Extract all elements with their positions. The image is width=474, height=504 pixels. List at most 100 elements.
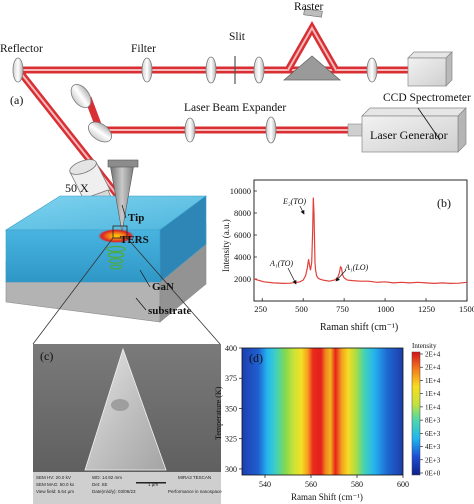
raster-grating: [303, 8, 323, 18]
colorbar: [411, 351, 421, 476]
spectrum-x-tick-label: 500: [295, 304, 308, 314]
heatmap-axes: 540 560 580 600 300 325 350 375 400: [225, 344, 409, 489]
peak-e2-arrow: [299, 205, 305, 215]
laser-generator-box: [347, 107, 467, 153]
heatmap-y-tick-label: 400: [225, 344, 237, 353]
peak-e2-label: E₂(TO): [282, 197, 306, 206]
generator-label: Laser Generator: [370, 128, 448, 142]
sem-field: View field: 5.54 μm: [36, 489, 74, 494]
sem-brand: MIRA3 TESCAN: [178, 475, 211, 480]
colorbar-tick-label: 1E+4: [425, 403, 441, 411]
optical-setup: Reflector Filter Slit Raster CCD Spectro…: [0, 1, 471, 211]
heatmap-panel: 540 560 580 600 300 325 350 375 400 Raman Shift …: [214, 342, 441, 502]
sem-hv: SEM HV: 20.0 kV: [36, 475, 71, 480]
colorbar-tick-label: 2E+3: [425, 456, 441, 464]
spectrum-x-tick-label: 750: [336, 304, 349, 314]
heatmap-y-tick-label: 300: [225, 465, 237, 474]
raster-prism: [282, 55, 342, 81]
ters-label: TERS: [120, 234, 149, 246]
heatmap-y-tick-label: 350: [225, 404, 237, 413]
spectrum-y-tick-label: 2000: [234, 274, 251, 284]
sample-stack: Tip TERS GaN substrate: [4, 159, 207, 323]
peak-a1to-arrow: [287, 267, 297, 285]
spectrum-y-tick-label: 6000: [234, 230, 251, 240]
colorbar-tick-label: 2E+4: [425, 351, 441, 359]
spectrum-y-tick-label: 10000: [230, 186, 251, 196]
heatmap-x-tick-label: 600: [397, 480, 409, 489]
heatmap-x-tick-label: 540: [259, 480, 271, 489]
steering-mirror: [88, 121, 112, 143]
raster-label: Raster: [294, 1, 324, 13]
colorbar-tick-label: 1E+4: [425, 377, 441, 385]
peak-a1lo-label: A₁(LO): [344, 263, 369, 272]
sem-wd: WD: 14.92 mm: [92, 475, 122, 480]
gan-side-face: [159, 195, 207, 283]
reflector-mirror: [12, 57, 24, 83]
slit-label: Slit: [229, 31, 246, 43]
filter-label: Filter: [131, 43, 156, 55]
laser-beam-paths: [17, 20, 430, 199]
peak-a1to-label: A₁(TO): [269, 259, 293, 268]
objective-label: 50 X: [65, 181, 89, 195]
tip-label: Tip: [128, 212, 144, 224]
heatmap-y-tick-label: 325: [225, 435, 237, 444]
reflector-label: Reflector: [0, 43, 43, 55]
gan-label: GaN: [152, 281, 174, 293]
spectrum-x-tick-label: 1500: [459, 304, 474, 314]
sem-scalebar: [136, 482, 166, 484]
zoom-connectors: [32, 237, 221, 345]
field-rings: [106, 245, 126, 270]
panel-d-label: (d): [249, 351, 263, 365]
sem-det: Det: SE: [92, 482, 108, 487]
panel-a-label: (a): [10, 93, 23, 107]
ccd-label: CCD Spectrometer: [383, 92, 471, 104]
substrate-label: substrate: [148, 305, 192, 317]
colorbar-ticks: 2E+4 2E+4 1E+4 1E+4 1E+4 8E+3 6E+3 4E+3 2E+3 0E+0: [420, 351, 441, 478]
ters-spot: [98, 229, 134, 243]
panel-c-label: (c): [40, 349, 53, 363]
slit-lens-left: [205, 56, 217, 84]
heatmap-x-tick-label: 580: [351, 480, 363, 489]
ccd-spectrometer-box: [407, 51, 453, 87]
filter-lens: [141, 57, 153, 83]
sem-motto: Performance in nanospace: [168, 489, 222, 494]
beam-splitter-mirror: [70, 84, 92, 108]
spectrum-x-tick-label: 250: [254, 304, 267, 314]
heatmap-frame: [241, 347, 404, 476]
spectrum-ylabel: Intensity (a.u.): [221, 219, 231, 272]
sem-date: Date(m/d/y): 03/06/23: [92, 489, 136, 494]
colorbar-tick-label: 1E+4: [425, 390, 441, 398]
expander-lens-right: [265, 116, 277, 144]
setup-to-spectrum-arrow: [417, 107, 441, 141]
heatmap-ylabel: Temperature (K): [214, 386, 223, 440]
spectrum-x-tick-label: 1000: [377, 304, 394, 314]
heatmap-y-tick-label: 375: [225, 374, 237, 383]
sem-tip-grain: [111, 399, 129, 411]
heatmap-x-tick-label: 560: [305, 480, 317, 489]
peak-a1lo-arrow: [335, 269, 347, 282]
spectrum-y-tick-label: 8000: [234, 208, 251, 218]
tip-cantilever: [107, 159, 139, 168]
colorbar-tick-label: 2E+4: [425, 364, 441, 372]
heatmap-xlabel: Raman Shift (cm⁻¹): [291, 492, 363, 502]
expander-label: Laser Beam Expander: [184, 102, 286, 114]
sem-scale: 1 μm: [148, 482, 158, 487]
colorbar-tick-label: 6E+3: [425, 430, 441, 438]
colorbar-tick-label: 4E+3: [425, 443, 441, 451]
expander-lens-left: [184, 117, 196, 143]
ters-focus-box: [112, 225, 128, 239]
spectrum-xlabel: Raman shift (cm⁻¹): [320, 322, 398, 333]
sem-mag: SEM MAG: 50.0 kx: [36, 482, 75, 487]
sem-panel: (c) SEM HV: 20.0 kV WD: 14.92 mm MIRA3 T…: [33, 344, 222, 504]
colorbar-tick-label: 0E+0: [425, 470, 441, 478]
heatmap-image: [242, 348, 403, 475]
panel-b-label: (b): [437, 196, 451, 210]
colorbar-title: Intensity: [412, 342, 437, 350]
spectrometer-lens: [366, 57, 378, 83]
slit-lens-right: [253, 56, 265, 84]
spectrum-y-tick-label: 4000: [234, 252, 251, 262]
sem-info-bar: SEM HV: 20.0 kV WD: 14.92 mm MIRA3 TESCA…: [33, 472, 222, 504]
colorbar-tick-label: 8E+3: [425, 417, 441, 425]
